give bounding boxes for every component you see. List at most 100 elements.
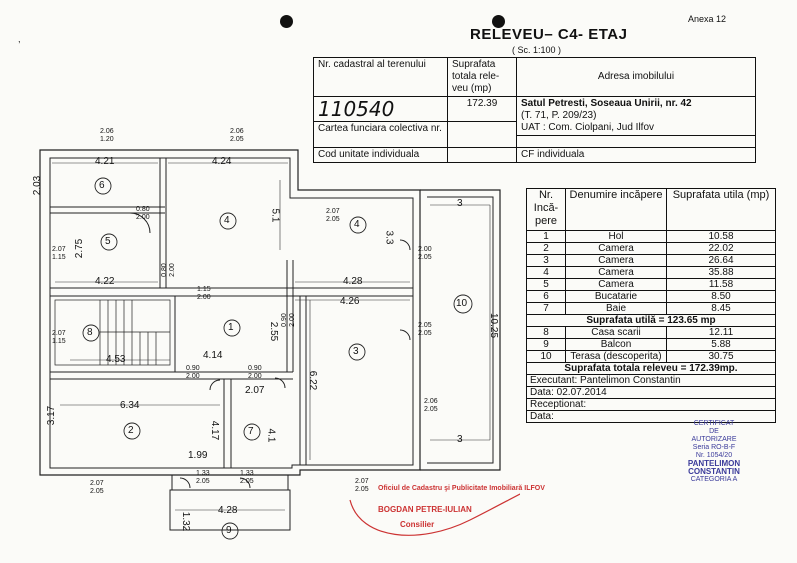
scale-label: ( Sc. 1:100 ) (512, 45, 562, 55)
stamp-cert-1: CERTIFICAT (693, 420, 735, 427)
stamp-name: BOGDAN PETRE-IULIAN (378, 505, 472, 514)
stamp-cert-2: DE (709, 428, 719, 435)
room-area: 10.58 (666, 230, 776, 243)
stamp-person-2: CONSTANTIN (688, 467, 740, 476)
releveu-total: Suprafata totala releveu = 172.39mp. (526, 362, 776, 375)
adresa-line2: (T. 71, P. 209/23) (521, 110, 597, 121)
dimension-label: 4.26 (340, 296, 360, 307)
dimension-label: 6.22 (307, 370, 319, 391)
dimension-label: 3 (457, 198, 463, 209)
room-area: 8.45 (666, 302, 776, 315)
room-number: 4 (224, 215, 230, 226)
room-nr: 2 (526, 242, 566, 255)
window-label: 1.33 2.05 (240, 470, 254, 485)
adresa-label: Adresa imobilului (516, 57, 756, 97)
stamp-person: PANTELIMON (687, 459, 741, 468)
room-nr: 8 (526, 326, 566, 339)
window-label: 2.06 2.05 (424, 398, 438, 413)
dimension-label: 4.17 (209, 420, 221, 441)
room-number: 1 (228, 322, 234, 333)
room-nr: 4 (526, 266, 566, 279)
dimension-label: 2.03 (32, 175, 44, 196)
room-name: Camera (565, 254, 667, 267)
suprafata-value: 172.39 (447, 96, 517, 122)
room-nr: 6 (526, 290, 566, 303)
room-name: Camera (565, 266, 667, 279)
cf-individuala-label: CF individuala (516, 147, 756, 163)
dimension-label: 4.22 (95, 276, 115, 287)
window-label: 0.80 2.00 (136, 206, 150, 221)
dimension-label: 4.28 (343, 276, 363, 287)
room-name: Baie (565, 302, 667, 315)
dimension-label: 1.99 (188, 450, 208, 461)
punch-hole-left (280, 15, 293, 28)
page-mark: , (18, 34, 21, 44)
room-area: 8.50 (666, 290, 776, 303)
uat-line: UAT : Com. Ciolpani, Jud Ilfov (521, 122, 655, 133)
room-number: 2 (128, 425, 134, 436)
dimension-label: 4.21 (95, 156, 115, 167)
dimension-label: 4.24 (212, 156, 232, 167)
util-total: Suprafata utilă = 123.65 mp (526, 314, 776, 327)
executant-date: Data: 02.07.2014 (526, 386, 776, 399)
window-labels: 2.06 1.20 2.06 2.05 0.80 2.00 2.07 1.15 … (0, 0, 438, 495)
room-number: 3 (353, 346, 359, 357)
rooms-table: Nr. Incă-pere Denumire incăpere Suprafat… (526, 188, 776, 423)
window-label: 2.07 1.15 (52, 246, 66, 261)
room-name: Casa scarii (565, 326, 667, 339)
document-title: RELEVEU– C4- ETAJ (470, 26, 628, 43)
certificate-stamp: CERTIFICAT DE AUTORIZARE Seria RO-B-F Nr… (676, 420, 752, 484)
window-label: 2.07 2.05 (90, 480, 104, 495)
dimension-label: 3.17 (46, 405, 58, 426)
window-label: 0.90 2.00 (280, 313, 296, 327)
room-area: 11.58 (666, 278, 776, 291)
room-nr: 3 (526, 254, 566, 267)
col-area-header: Suprafata utila (mp) (666, 188, 776, 231)
adresa-cell: Satul Petresti, Soseaua Unirii, nr. 42 (… (516, 96, 756, 136)
window-label: 0.90 2.00 (186, 365, 200, 380)
nr-cadastral-value: 110540 (313, 96, 448, 122)
room-area: 26.64 (666, 254, 776, 267)
room-name: Camera (565, 278, 667, 291)
dimension-label: 6.34 (120, 400, 140, 411)
room-name: Terasa (descoperita) (565, 350, 667, 363)
receptionat: Receptionat: (526, 398, 776, 411)
window-label: 2.07 2.05 (355, 478, 369, 493)
room-number: 10 (456, 298, 468, 309)
dimension-label: 2.75 (74, 238, 86, 259)
room-name: Camera (565, 242, 667, 255)
adresa-line1: Satul Petresti, Soseaua Unirii, nr. 42 (521, 98, 692, 109)
dimension-label: 4.14 (203, 350, 223, 361)
col-nr-header: Nr. Incă-pere (526, 188, 566, 231)
nr-cadastral-label: Nr. cadastral al terenului (313, 57, 448, 97)
window-label: 1.15 2.00 (197, 286, 211, 301)
dimension-label: 2.55 (268, 321, 280, 342)
cadastral-info-table: Nr. cadastral al terenului Suprafata tot… (313, 57, 756, 163)
window-label: 2.06 1.20 (100, 128, 114, 143)
room-number: 4 (354, 219, 360, 230)
punch-hole-right (492, 15, 505, 28)
room-nr: 9 (526, 338, 566, 351)
window-label: 2.07 2.05 (326, 208, 340, 223)
empty-cell (516, 135, 756, 148)
dimension-label: 4.53 (106, 354, 126, 365)
window-label: 0.90 2.00 (248, 365, 262, 380)
room-number: 6 (99, 180, 105, 191)
stamp-nr: Nr. 1054/20 (695, 452, 733, 459)
room-number: 9 (226, 525, 232, 536)
room-nr: 7 (526, 302, 566, 315)
dimension-label: 5.1 (269, 208, 281, 223)
stamp-categ: CATEGORIA A (690, 476, 738, 483)
dimension-label: 3.3 (383, 230, 395, 245)
room-area: 35.88 (666, 266, 776, 279)
room-nr: 5 (526, 278, 566, 291)
floor-plan (39, 149, 520, 540)
room-name: Hol (565, 230, 667, 243)
room-nr: 10 (526, 350, 566, 363)
